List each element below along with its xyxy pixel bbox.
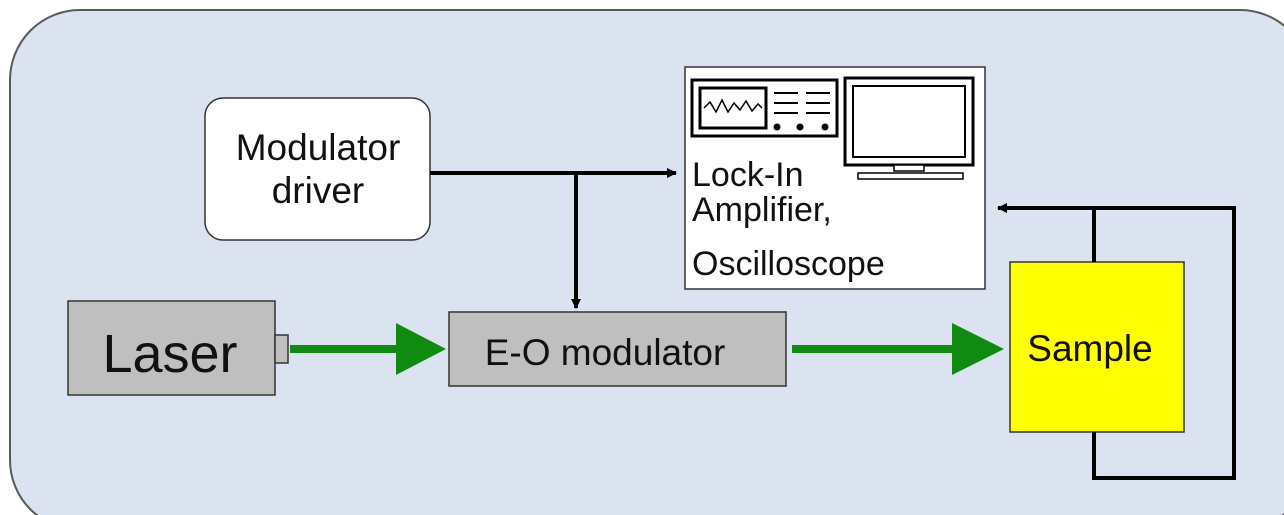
lock-in-label-line3: Oscilloscope bbox=[692, 245, 885, 283]
laser-box: Laser bbox=[67, 300, 289, 396]
sample-label: Sample bbox=[1027, 328, 1152, 369]
modulator-driver-label-line1: Modulator bbox=[236, 127, 401, 168]
sample-box: Sample bbox=[1009, 261, 1185, 433]
lock-in-label-line2: Amplifier, bbox=[692, 191, 832, 229]
lock-in-label-line1: Lock-In bbox=[692, 156, 804, 194]
oscilloscope-icon bbox=[690, 76, 975, 180]
eo-modulator-label: E-O modulator bbox=[485, 332, 726, 373]
eo-modulator-box: E-O modulator bbox=[448, 311, 787, 387]
wire-sample-to-lockin bbox=[997, 203, 1236, 480]
beam-laser-to-modulator bbox=[290, 323, 446, 375]
lock-in-box: Lock-In Amplifier, Oscilloscope bbox=[684, 66, 986, 290]
beam-modulator-to-sample bbox=[792, 323, 1004, 375]
modulator-driver-label-line2: driver bbox=[272, 170, 365, 211]
modulator-driver-box: Modulator driver bbox=[204, 97, 431, 241]
laser-label: Laser bbox=[102, 324, 237, 384]
